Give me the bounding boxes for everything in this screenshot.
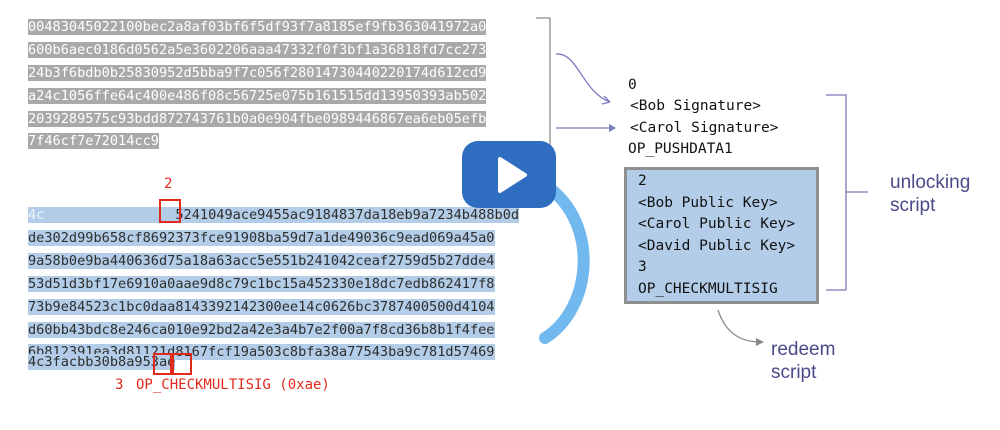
- video-play-button[interactable]: [462, 141, 556, 208]
- hex-line: a24c1056ffe64c400e486f08c56725e075b16151…: [28, 88, 487, 104]
- hex-line: 73b9e84523c1bc0daa8143392142300ee14c0626…: [28, 299, 495, 315]
- hex-line: de302d99b658cf8692373fce91908ba59d7a1de4…: [28, 230, 495, 246]
- redeem-hex-curve-arrow: [539, 184, 590, 344]
- unlocking-bracket: [826, 94, 847, 291]
- label-2: 2: [164, 176, 173, 192]
- redeem-item-3: 3: [638, 259, 647, 275]
- hex-line: d60bb43bdc8e246ca010e92bd2a42e3a4b7e2f00…: [28, 322, 495, 338]
- unlocking-item-bob-signature: <Bob Signature>: [630, 98, 761, 114]
- redeem-script-label: redeem script: [771, 339, 836, 383]
- redeem-item-carol-pubkey: <Carol Public Key>: [638, 216, 796, 232]
- label-3: 3: [115, 377, 124, 393]
- redeem-item-bob-pubkey: <Bob Public Key>: [638, 195, 778, 211]
- unlocking-script-label: unlocking script: [890, 172, 971, 216]
- op-checkmultisig-highlight-box: [172, 353, 192, 375]
- hex-line-last: 4c3facbb30b8a953ae: [28, 354, 176, 370]
- redeem-arrow: [717, 309, 761, 343]
- hex-line: 7f46cf7e72014cc9: [28, 133, 159, 149]
- redeem-item-checkmultisig: OP_CHECKMULTISIG: [638, 281, 778, 297]
- op-3-highlight-box: [153, 353, 172, 375]
- hex-line: 2039289575c93bdd872743761b0a0e904fbe0989…: [28, 111, 487, 127]
- redeem-item-2: 2: [638, 173, 647, 189]
- hex-line: 600b6aec0186d0562a5e3602206aaa47332f0f3b…: [28, 42, 487, 58]
- hex-line: 24b3f6bdb0b25830952d5bba9f7c056f28014730…: [28, 65, 487, 81]
- hex-rest: 41049ace9455ac9184837da18eb9a7234b488b0d: [191, 207, 520, 223]
- bob-signature-arrow: [555, 53, 611, 103]
- op-checkmultisig-annotation: OP_CHECKMULTISIG (0xae): [136, 377, 330, 393]
- redeem-item-david-pubkey: <David Public Key>: [638, 238, 796, 254]
- play-icon: [498, 157, 527, 193]
- pushdata-prefix: 4c: [28, 207, 45, 223]
- hex-line: 53d51d3bf17e6910a0aae9d8c79c1bc15a452330…: [28, 276, 495, 292]
- unlocking-item-carol-signature: <Carol Signature>: [630, 120, 779, 136]
- unlocking-item-0: 0: [628, 77, 637, 93]
- hex-last-prefix: 4c3facbb30b8a9: [28, 354, 143, 370]
- unlocking-item-pushdata: OP_PUSHDATA1: [628, 141, 733, 157]
- hex-line: 9a58b0e9ba440636d75a18a63acc5e551b241042…: [28, 253, 495, 269]
- signatures-bracket: [536, 17, 551, 149]
- redeem-script-box: [624, 167, 819, 304]
- hex-line: 00483045022100bec2a8af03bf6f5df93f7a8185…: [28, 19, 487, 35]
- op-2-highlight-box: [159, 199, 181, 223]
